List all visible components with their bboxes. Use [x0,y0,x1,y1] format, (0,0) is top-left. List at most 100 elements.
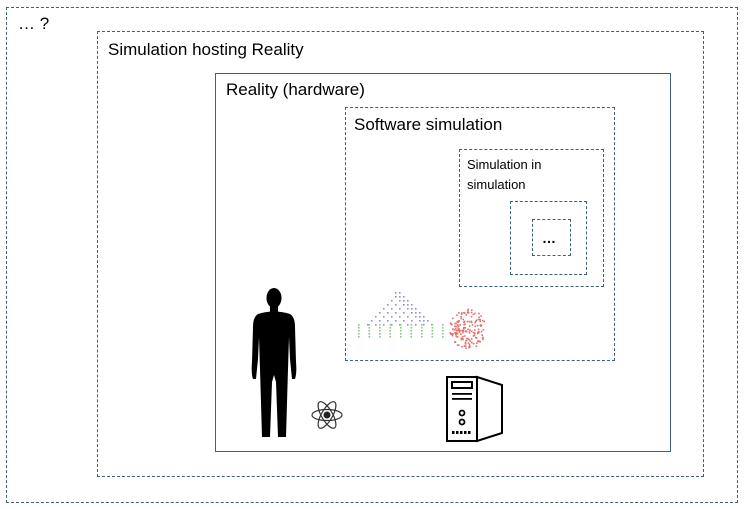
blue-particle [407,316,409,318]
blue-particle [395,296,397,298]
red-particle [462,331,464,334]
blue-particle [395,312,397,314]
green-particle [421,330,423,332]
blue-particle [387,320,389,322]
red-particle [481,336,484,339]
red-particle [474,325,477,328]
red-particle [452,333,454,335]
red-particle [466,337,468,340]
human-silhouette-icon [251,288,297,437]
red-particle [466,320,469,323]
blue-particle [367,324,369,326]
atom-icon [311,401,343,429]
red-particle [465,314,468,316]
red-particle [468,346,470,349]
red-particle [473,334,476,337]
blue-particle [391,308,393,310]
green-particle [442,330,444,332]
green-particle [442,324,444,326]
red-particle [460,338,463,341]
green-particle [368,333,371,335]
blue-particle [407,304,409,306]
red-particle [482,328,485,331]
red-particle [472,335,475,337]
red-particle [458,329,461,332]
red-particle [463,323,465,326]
green-particle [410,330,413,332]
red-particle [480,325,482,328]
blue-particle [403,300,405,302]
green-particle [410,336,413,338]
red-particle [457,344,460,347]
green-particle [421,333,423,335]
red-particle [478,316,480,319]
blue-particle [423,320,425,322]
simulation-hosting-reality-label: Simulation hosting Reality [108,40,304,59]
red-particle [458,331,461,333]
red-particle [471,341,473,344]
green-particle [431,336,434,338]
green-particle [400,330,402,332]
blue-particle [411,312,413,314]
blue-particle [403,304,405,306]
red-particle [470,320,473,323]
green-particle [400,336,402,338]
red-particle [456,320,459,323]
red-particle [449,332,452,334]
blue-particle [423,324,425,326]
red-particle [451,333,453,336]
red-particle [458,328,460,330]
green-particle [400,333,402,335]
blue-particle [407,324,409,326]
red-particle [459,324,462,326]
outer-unknown-layer [6,7,738,503]
innermost-simulation-layer [532,219,571,256]
red-particle [464,341,467,344]
red-particle [468,331,471,333]
red-particle [467,337,469,340]
blue-particle [419,316,421,318]
red-particle [454,322,456,325]
red-particle [474,312,476,315]
red-particle [460,312,463,314]
green-particle [431,324,434,326]
red-particle [462,335,464,338]
red-particle [455,333,457,335]
red-particle [467,328,469,331]
red-particle [464,312,466,314]
orange-particle [457,330,459,332]
particle-simulation-graphic [358,292,486,350]
red-particle [460,329,462,332]
red-particle [468,345,471,347]
green-particle [389,324,392,326]
green-particle [410,333,413,335]
blue-particle [387,312,389,314]
blue-particle [419,312,421,314]
blue-particle [423,316,425,318]
green-particle [368,327,371,329]
blue-particle [395,292,397,294]
red-particle [479,320,482,323]
blue-particle [387,304,389,306]
red-particle [481,319,484,322]
red-particle [458,312,460,314]
red-particle [462,318,465,321]
green-particle [421,336,423,338]
green-particle [442,327,444,329]
red-particle [449,322,452,325]
red-particle [483,320,486,323]
red-particle [469,346,471,348]
red-particle [450,323,453,325]
green-particle [410,324,413,326]
green-particle [358,330,360,332]
green-particle [358,336,360,338]
red-particle [477,318,480,321]
red-particle [458,328,460,331]
blue-particle [383,324,385,326]
blue-particle [411,308,413,310]
red-particle [470,311,473,314]
red-particle [467,308,470,311]
red-particle [479,324,482,326]
red-particle [478,312,480,315]
red-particle [477,331,479,334]
